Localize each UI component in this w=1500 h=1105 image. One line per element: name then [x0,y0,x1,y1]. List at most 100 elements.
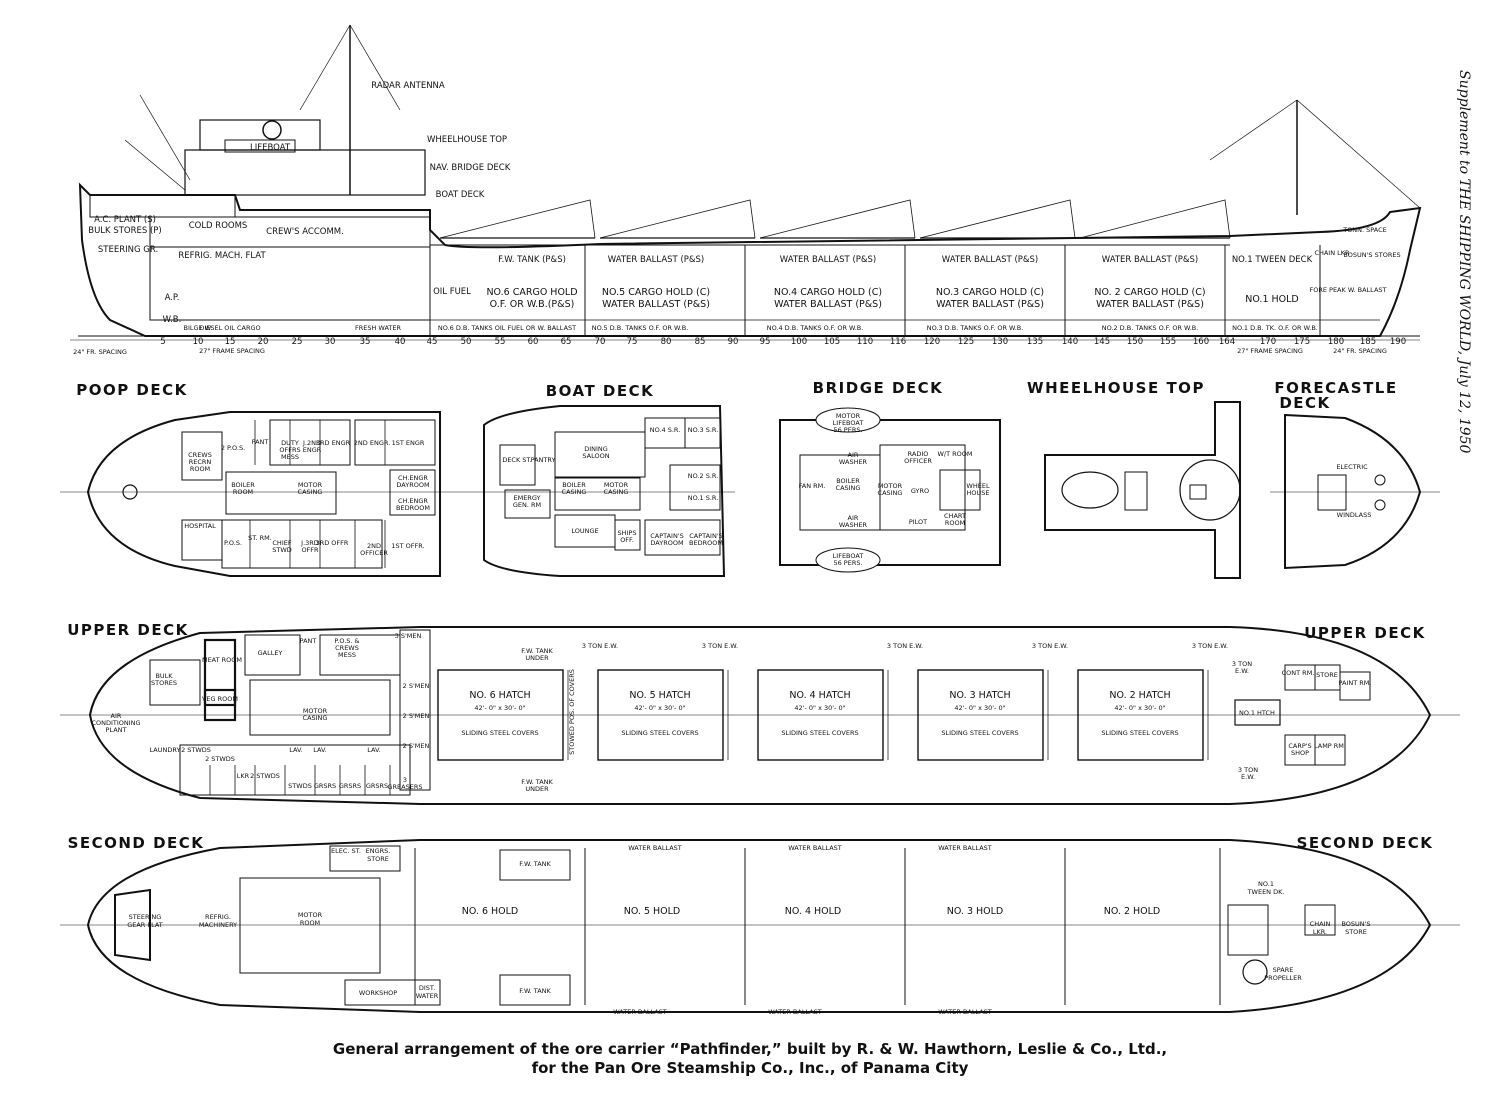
upper-aft-label: GRSRS [339,782,361,790]
second-deck-hold-label: NO. 3 HOLD [947,906,1004,917]
second-deck-label: DIST.WATER [416,984,439,1000]
ap-label: A.P. [165,293,180,303]
radar-antenna-label: RADAR ANTENNA [371,81,445,91]
frame-number: 15 [225,337,236,347]
frame-number: 180 [1328,337,1344,347]
hatch-opening-5 [597,669,724,761]
frame-number: 90 [728,337,739,347]
upper-fwd-label: LAMP RM. [1314,742,1346,750]
upper-aft-label: LKR [237,772,250,780]
hawse-pipe-icon [1374,499,1386,511]
second-deck-title-left: SECOND DECK [68,834,205,852]
motor-room [239,877,381,974]
compass-platform [1061,471,1119,509]
side-publication-tag: Supplement to THE SHIPPING WORLD, July 1… [1456,70,1472,453]
wheelhouse-block [199,119,321,151]
frame-number: 10 [193,337,204,347]
upper-fwd-label: PAINT RM. [1339,679,1372,687]
frame-number: 50 [461,337,472,347]
wb-label: W.B. [163,315,182,325]
hatch-cover-label: SLIDING STEEL COVERS [781,729,858,737]
hatch-name: NO. 6 HATCH [469,690,530,701]
bulk-stores [149,659,201,706]
derrick [124,139,186,191]
seamen-cabins [399,629,431,791]
frame-number: 135 [1027,337,1043,347]
frame-number: 35 [360,337,371,347]
frame-number: 5 [160,337,165,347]
poop-accommodation [89,194,236,218]
hatch-coaming-3 [919,199,1076,239]
hold-top-tank-label: WATER BALLAST (P&S) [780,255,876,265]
crews-accomm-label: CREW'S ACCOMM. [266,227,344,237]
hatch-opening-4 [757,669,884,761]
frame-number: 20 [258,337,269,347]
bridge-deck-outline [779,419,1001,566]
upper-deck-title-left: UPPER DECK [67,621,189,639]
crews-mess [319,634,401,676]
frame-spacing-label: 27" FRAME SPACING [1237,347,1303,355]
motor-lifeboat-outline [815,407,881,433]
no1-hatch [1234,699,1281,726]
upper-aft-label: MEAT ROOM [202,656,242,664]
no2-no1-sr [669,464,721,511]
stores [329,845,401,872]
navigation-rooms [879,444,966,531]
upper-aft-label: STWDS [288,782,312,790]
windlass-label: WINDLASS [1337,511,1372,519]
mast-stay [299,24,351,111]
frame-number: 120 [924,337,940,347]
winch-label: 3 TON E.W. [887,642,923,650]
casings [554,477,641,511]
upper-aft-label: 2 S'MEN [403,682,430,690]
winch-label: 3 TON E.W. [702,642,738,650]
hatch-coaming-2 [1079,199,1231,239]
wheelhouse-top-outline [1044,401,1241,579]
poop-room-label: ST. RM. [248,534,272,542]
frame-number: 85 [695,337,706,347]
hatch-opening-2 [1077,669,1204,761]
poop-room-label: 1ST OFFR. [391,542,424,550]
casing-block [799,454,881,531]
boat-room-label: PANTRY [531,456,556,464]
double-bottom-tank-label: NO.1 D.B. TK. O.F. OR W.B. [1232,324,1318,332]
upper-deck-outline [88,626,1432,805]
bridge-room-label: PILOT [909,518,927,526]
frame-number: 25 [292,337,303,347]
paint-room [1339,671,1371,701]
bulk-stores-label: BULK STORES (P) [88,226,161,236]
cargo-hold-label: NO.6 CARGO HOLD [486,287,577,298]
frame-number: 65 [561,337,572,347]
boat-deck-label: BOAT DECK [436,190,485,200]
tonnage-space-label: TONN. SPACE [1342,226,1387,234]
fore-stay [1209,99,1298,161]
frame-number: 160 [1193,337,1209,347]
radar-platform [1179,459,1241,521]
frame-number: 40 [395,337,406,347]
water-ballast-label: WATER BALLAST [613,1008,667,1016]
upper-aft-label: 3 S'MEN [395,632,422,640]
hatch-dimension: 42'- 0" x 30'- 0" [794,704,845,712]
boat-room-label: NO.2 S.R. [688,472,719,480]
hatch-name: NO. 5 HATCH [629,690,690,701]
double-bottom-tank-label: NO.4 D.B. TANKS O.F. OR W.B. [767,324,864,332]
